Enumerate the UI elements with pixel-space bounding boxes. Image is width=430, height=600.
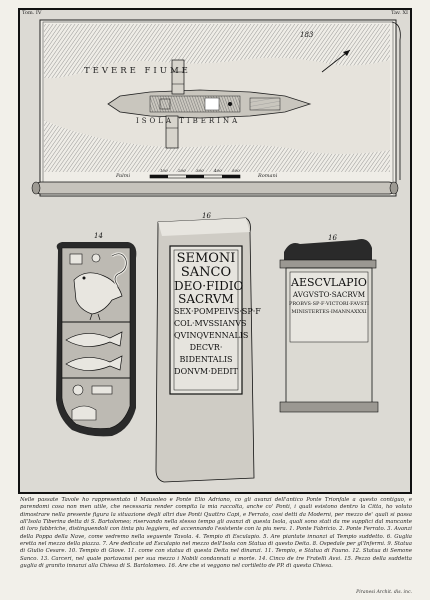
center-inscription-line: SANCO — [180, 265, 232, 280]
river-bank-north — [44, 24, 390, 79]
fragment-number-left: 14 — [94, 232, 103, 240]
north-arrow-icon — [321, 49, 351, 73]
center-inscription-line: BIDENTALIS — [179, 355, 233, 364]
scroll-bottom-roll — [31, 181, 399, 195]
river-bank-south — [44, 120, 390, 172]
map-scale-bar — [149, 174, 241, 179]
center-inscription-line: DECVR· — [189, 343, 223, 352]
center-inscription-line: COL·MVSSIANVS — [174, 319, 247, 328]
volume-number: Tom. IV — [22, 10, 42, 16]
scale-tick-label: 200 — [178, 168, 186, 173]
scale-label-left: Palmi — [116, 173, 131, 179]
fragment-number-center: 16 — [202, 212, 211, 220]
ponte-cestio — [165, 115, 179, 149]
scale-tick-label: 100 — [160, 168, 168, 173]
scale-tick-label: 400 — [214, 168, 222, 173]
scale-label-right: Romani — [258, 173, 278, 179]
hieroglyphic-fragment — [56, 242, 137, 437]
isola-tiberina — [107, 89, 312, 119]
center-inscription-line: DONVM·DEDIT — [174, 367, 238, 376]
right-inscription-line: AVGVSTO·SACRVM — [292, 290, 366, 299]
plate-caption: Nelle passate Tavole ho rappresentato il… — [20, 497, 412, 570]
plate-number: Tav. XI — [391, 10, 408, 16]
river-label: TEVERE FIUME — [84, 66, 191, 76]
semoni-stele — [155, 217, 255, 483]
fragment-number-right: 16 — [328, 234, 337, 242]
island-label: ISOLA TIBERINA — [136, 117, 241, 125]
right-inscription-line: PROBVS·SP·F·VICTORI·FAVSTI — [289, 301, 369, 308]
artist-signature: Piranesi Archit. dis. inc. — [356, 590, 412, 595]
center-inscription-line: DEO·FIDIO — [174, 279, 244, 293]
center-inscription-line: SEMONI — [176, 251, 236, 266]
scale-tick-label: 300 — [196, 168, 204, 173]
right-inscription-line: AESCVLAPIO — [291, 276, 367, 289]
center-inscription-line: SACRVM — [178, 292, 234, 306]
aesculapio-altar — [279, 239, 379, 413]
center-inscription-line: SEX·POMPEIVS·SP·F — [174, 307, 261, 316]
right-inscription-line: MINISTERTES·IMANNAXXXI — [291, 309, 367, 316]
scale-tick-label: 500 — [232, 168, 240, 173]
ponte-fabricio — [171, 59, 185, 95]
center-inscription-line: QVINQVENNALIS — [174, 331, 249, 340]
scroll-right-edge — [391, 21, 401, 180]
map-number: 183 — [300, 31, 314, 39]
